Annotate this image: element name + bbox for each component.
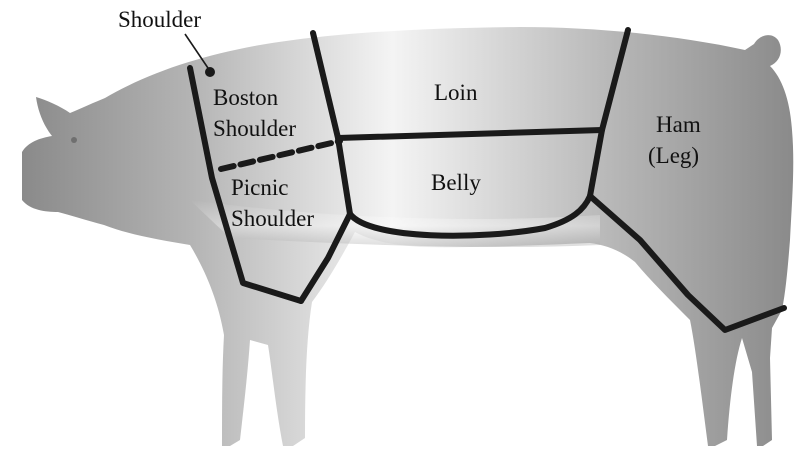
boston-shoulder-label-line-2: Shoulder xyxy=(213,116,296,141)
loin-label: Loin xyxy=(434,80,478,105)
shoulder-label: Shoulder xyxy=(118,7,201,32)
picnic-shoulder-label-line-2: Shoulder xyxy=(231,206,314,231)
ham-label-line-1: Ham xyxy=(656,112,701,137)
picnic-shoulder-label-line-1: Picnic xyxy=(231,175,289,200)
pig-eye xyxy=(71,137,77,143)
boston-shoulder-label-line-1: Boston xyxy=(213,85,279,110)
belly-label: Belly xyxy=(431,170,481,195)
shoulder-pointer-dot xyxy=(205,67,215,77)
ham-label-line-2: (Leg) xyxy=(648,143,699,168)
